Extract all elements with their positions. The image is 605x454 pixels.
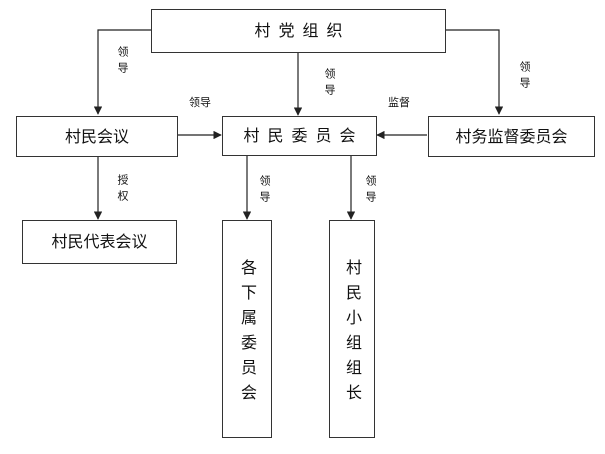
node-representatives-meeting: 村民代表会议 — [22, 220, 177, 264]
edge-label-committee-to-subcommittees: 领导 — [258, 175, 271, 207]
edge-party-to-assembly — [93, 29, 151, 115]
node-group-leaders-label: 村民小组组长 — [343, 258, 362, 409]
node-party-organization-label: 村党组织 — [254, 21, 351, 40]
node-representatives-meeting-label: 村民代表会议 — [51, 232, 148, 251]
edge-label-assembly-to-representatives: 授权 — [116, 174, 129, 206]
edge-label-party-to-assembly: 领导 — [116, 46, 129, 78]
node-subcommittees: 各下属委员会 — [222, 220, 272, 438]
node-villager-committee-label: 村民委员会 — [243, 126, 364, 145]
edge-label-committee-to-group-leaders: 领导 — [364, 175, 377, 207]
edge-label-supervision-to-committee: 监督 — [388, 96, 410, 109]
node-supervision-committee: 村务监督委员会 — [428, 116, 595, 157]
edge-label-party-to-committee: 领导 — [323, 68, 336, 100]
node-group-leaders: 村民小组组长 — [329, 220, 375, 438]
node-supervision-committee-label: 村务监督委员会 — [455, 126, 568, 146]
node-subcommittees-label: 各下属委员会 — [238, 258, 257, 409]
edge-label-assembly-to-committee: 领导 — [189, 96, 211, 109]
node-party-organization: 村党组织 — [151, 9, 446, 53]
node-villager-assembly-label: 村民会议 — [64, 126, 129, 146]
edge-party-to-supervision — [446, 29, 504, 115]
edge-label-party-to-supervision: 领导 — [518, 61, 531, 93]
node-villager-committee: 村民委员会 — [222, 116, 377, 156]
node-villager-assembly: 村民会议 — [16, 116, 178, 157]
